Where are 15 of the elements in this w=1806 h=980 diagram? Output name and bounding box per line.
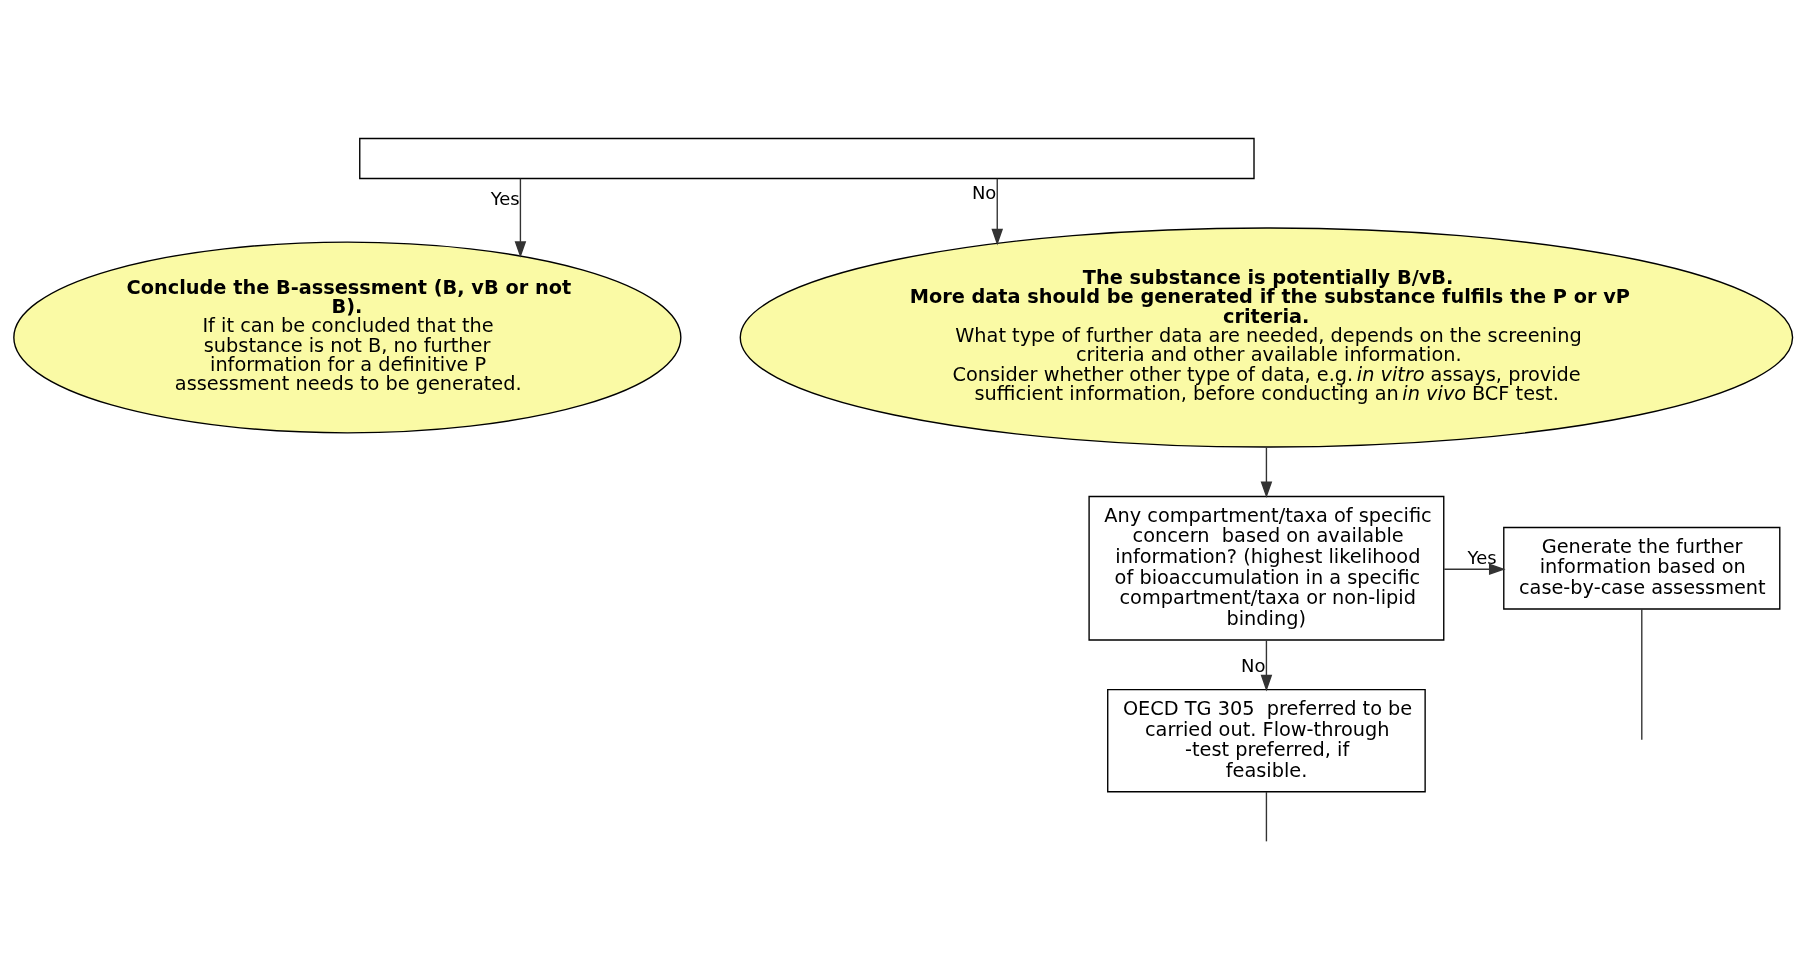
arrow xyxy=(514,177,527,258)
arrow xyxy=(1443,562,1506,575)
connector xyxy=(1641,607,1643,740)
node-box: Any compartment/taxa of specific concern based on available information? (highest likelihood of bioaccumulation in a specific compartment/taxa or non-lipid binding) xyxy=(1088,495,1445,641)
edge-label: No xyxy=(971,181,997,203)
node-box: Generate the further information based on case-by-case assessment xyxy=(1503,526,1781,610)
edge-label: Yes xyxy=(1467,546,1497,568)
edge-label: No xyxy=(1241,654,1266,676)
node-box xyxy=(359,137,1255,179)
arrow xyxy=(1260,446,1273,498)
edge-label: Yes xyxy=(490,187,520,209)
arrow xyxy=(991,177,1004,245)
connector xyxy=(1265,790,1268,842)
node-box: OECD TG 305 preferred to be carried out. Flow-through -test preferred, if feasible. xyxy=(1107,688,1426,792)
arrow xyxy=(1260,639,1273,691)
